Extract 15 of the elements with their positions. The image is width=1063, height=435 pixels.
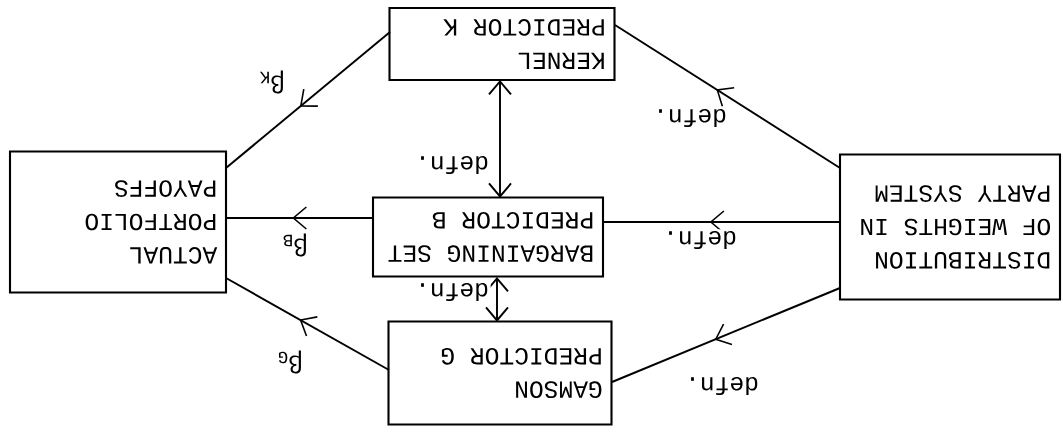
arrow (485, 277, 509, 322)
edge-label: β$_{G}$ (278, 350, 301, 374)
process-box: ACTUAL PORTFOLIO PAYOFFS (8, 150, 228, 294)
process-box: GAMSON PREDICTOR G (387, 320, 613, 426)
edge-label: defn. (421, 282, 488, 302)
edge-label: defn. (421, 155, 488, 175)
edge-label: defn. (669, 230, 736, 250)
process-box: DISTRIBUTION OF WEIGHTS IN PARTY SYSTEM (838, 153, 1062, 301)
edge-label: defn. (659, 108, 726, 128)
edge-label: β$_{B}$ (283, 233, 306, 257)
arrow (488, 80, 512, 198)
process-box: BARGAINING SET PREDICTOR B (371, 196, 605, 278)
process-box: KERNEL PREDICTOR K (388, 6, 616, 82)
edge-label: defn. (691, 376, 758, 396)
edge-label: β$_{K}$ (259, 70, 283, 94)
